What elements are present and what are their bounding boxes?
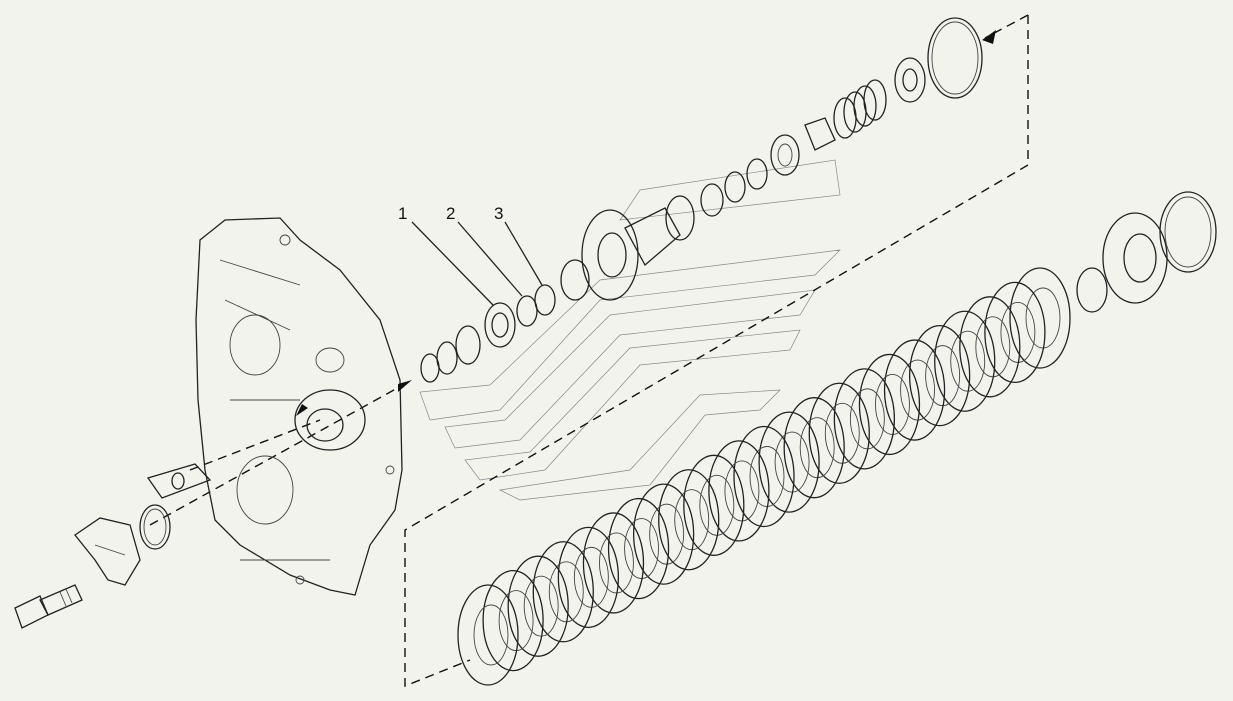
clutch-plate-bore [498, 590, 534, 652]
clutch-plate [532, 541, 594, 643]
shaft-rings-left [420, 325, 481, 383]
guide-arrows [296, 30, 996, 416]
assembly-guide-lines [149, 14, 1029, 688]
clutch-plate-bore [724, 460, 760, 522]
clutch-plate-bore [573, 546, 609, 608]
clutch-plate [658, 469, 720, 571]
clutch-plate-bore [1025, 287, 1061, 349]
clutch-plate [883, 339, 946, 441]
clutch-plate [457, 584, 519, 686]
clutch-plate-bore [950, 330, 986, 392]
clutch-plate [934, 310, 996, 412]
part-2-snap-ring [516, 295, 538, 327]
part-3-snap-ring [534, 284, 556, 316]
spring-sleeve [804, 17, 983, 151]
guide-line-upper [404, 15, 1029, 688]
callout-leaders [411, 221, 543, 306]
clutch-plate [482, 569, 544, 672]
clutch-plate [1009, 267, 1071, 369]
part-1-bearing [484, 302, 516, 348]
clutch-plate [683, 454, 745, 556]
callout-2: 2 [446, 204, 455, 223]
bolt-part [14, 584, 83, 629]
clutch-plate-bore [799, 417, 835, 479]
piston-assembly [1076, 191, 1217, 313]
o-ring-left [139, 504, 171, 550]
guide-line-housing-2 [189, 419, 321, 471]
clutch-plate [984, 281, 1046, 384]
guide-line-top-arrow [984, 14, 1029, 39]
clutch-plate-bore [674, 489, 710, 551]
clutch-plate-bore [699, 474, 735, 536]
clutch-plate-bore [523, 575, 559, 637]
clutch-plate-bore [925, 345, 961, 407]
clutch-plate [708, 440, 770, 542]
clutch-plate [833, 368, 896, 470]
guide-line-housing [149, 379, 413, 526]
gear-shaft [560, 134, 800, 301]
clutch-plate-bore [1000, 301, 1036, 363]
chevron-logo-watermark [419, 159, 841, 501]
clutch-plate-bore [548, 561, 584, 623]
clutch-plate [582, 512, 645, 614]
transmission-housing [195, 217, 403, 596]
clutch-plate-bore [473, 604, 509, 666]
clutch-plate [783, 397, 845, 499]
clutch-plate-bore [975, 316, 1011, 378]
clutch-plate [858, 353, 921, 456]
clutch-plate-bore [824, 402, 860, 464]
clutch-plate-bore [624, 518, 659, 579]
clutch-plate [733, 425, 795, 528]
clutch-plate-bore [774, 431, 810, 493]
clutch-plate [507, 555, 569, 657]
clutch-plate [632, 483, 695, 585]
clutch-plate [758, 411, 820, 513]
clutch-plate [557, 526, 620, 629]
clutch-plate-bore [875, 374, 910, 435]
callout-3: 3 [494, 204, 503, 223]
lever-part [74, 517, 141, 586]
clutch-plate-bore [599, 532, 634, 594]
clutch-plate-bore [749, 446, 785, 507]
clutch-plate [808, 382, 870, 484]
clutch-plate-bore [900, 359, 935, 421]
callout-1: 1 [398, 204, 407, 223]
clutch-plate-bore [849, 388, 885, 450]
clutch-plate [607, 497, 670, 600]
nut-symbol-icon [146, 463, 212, 499]
clutch-plate-bore [649, 503, 685, 565]
clutch-plate-stack [457, 267, 1071, 686]
clutch-plate [959, 296, 1021, 398]
clutch-plate [908, 324, 971, 427]
